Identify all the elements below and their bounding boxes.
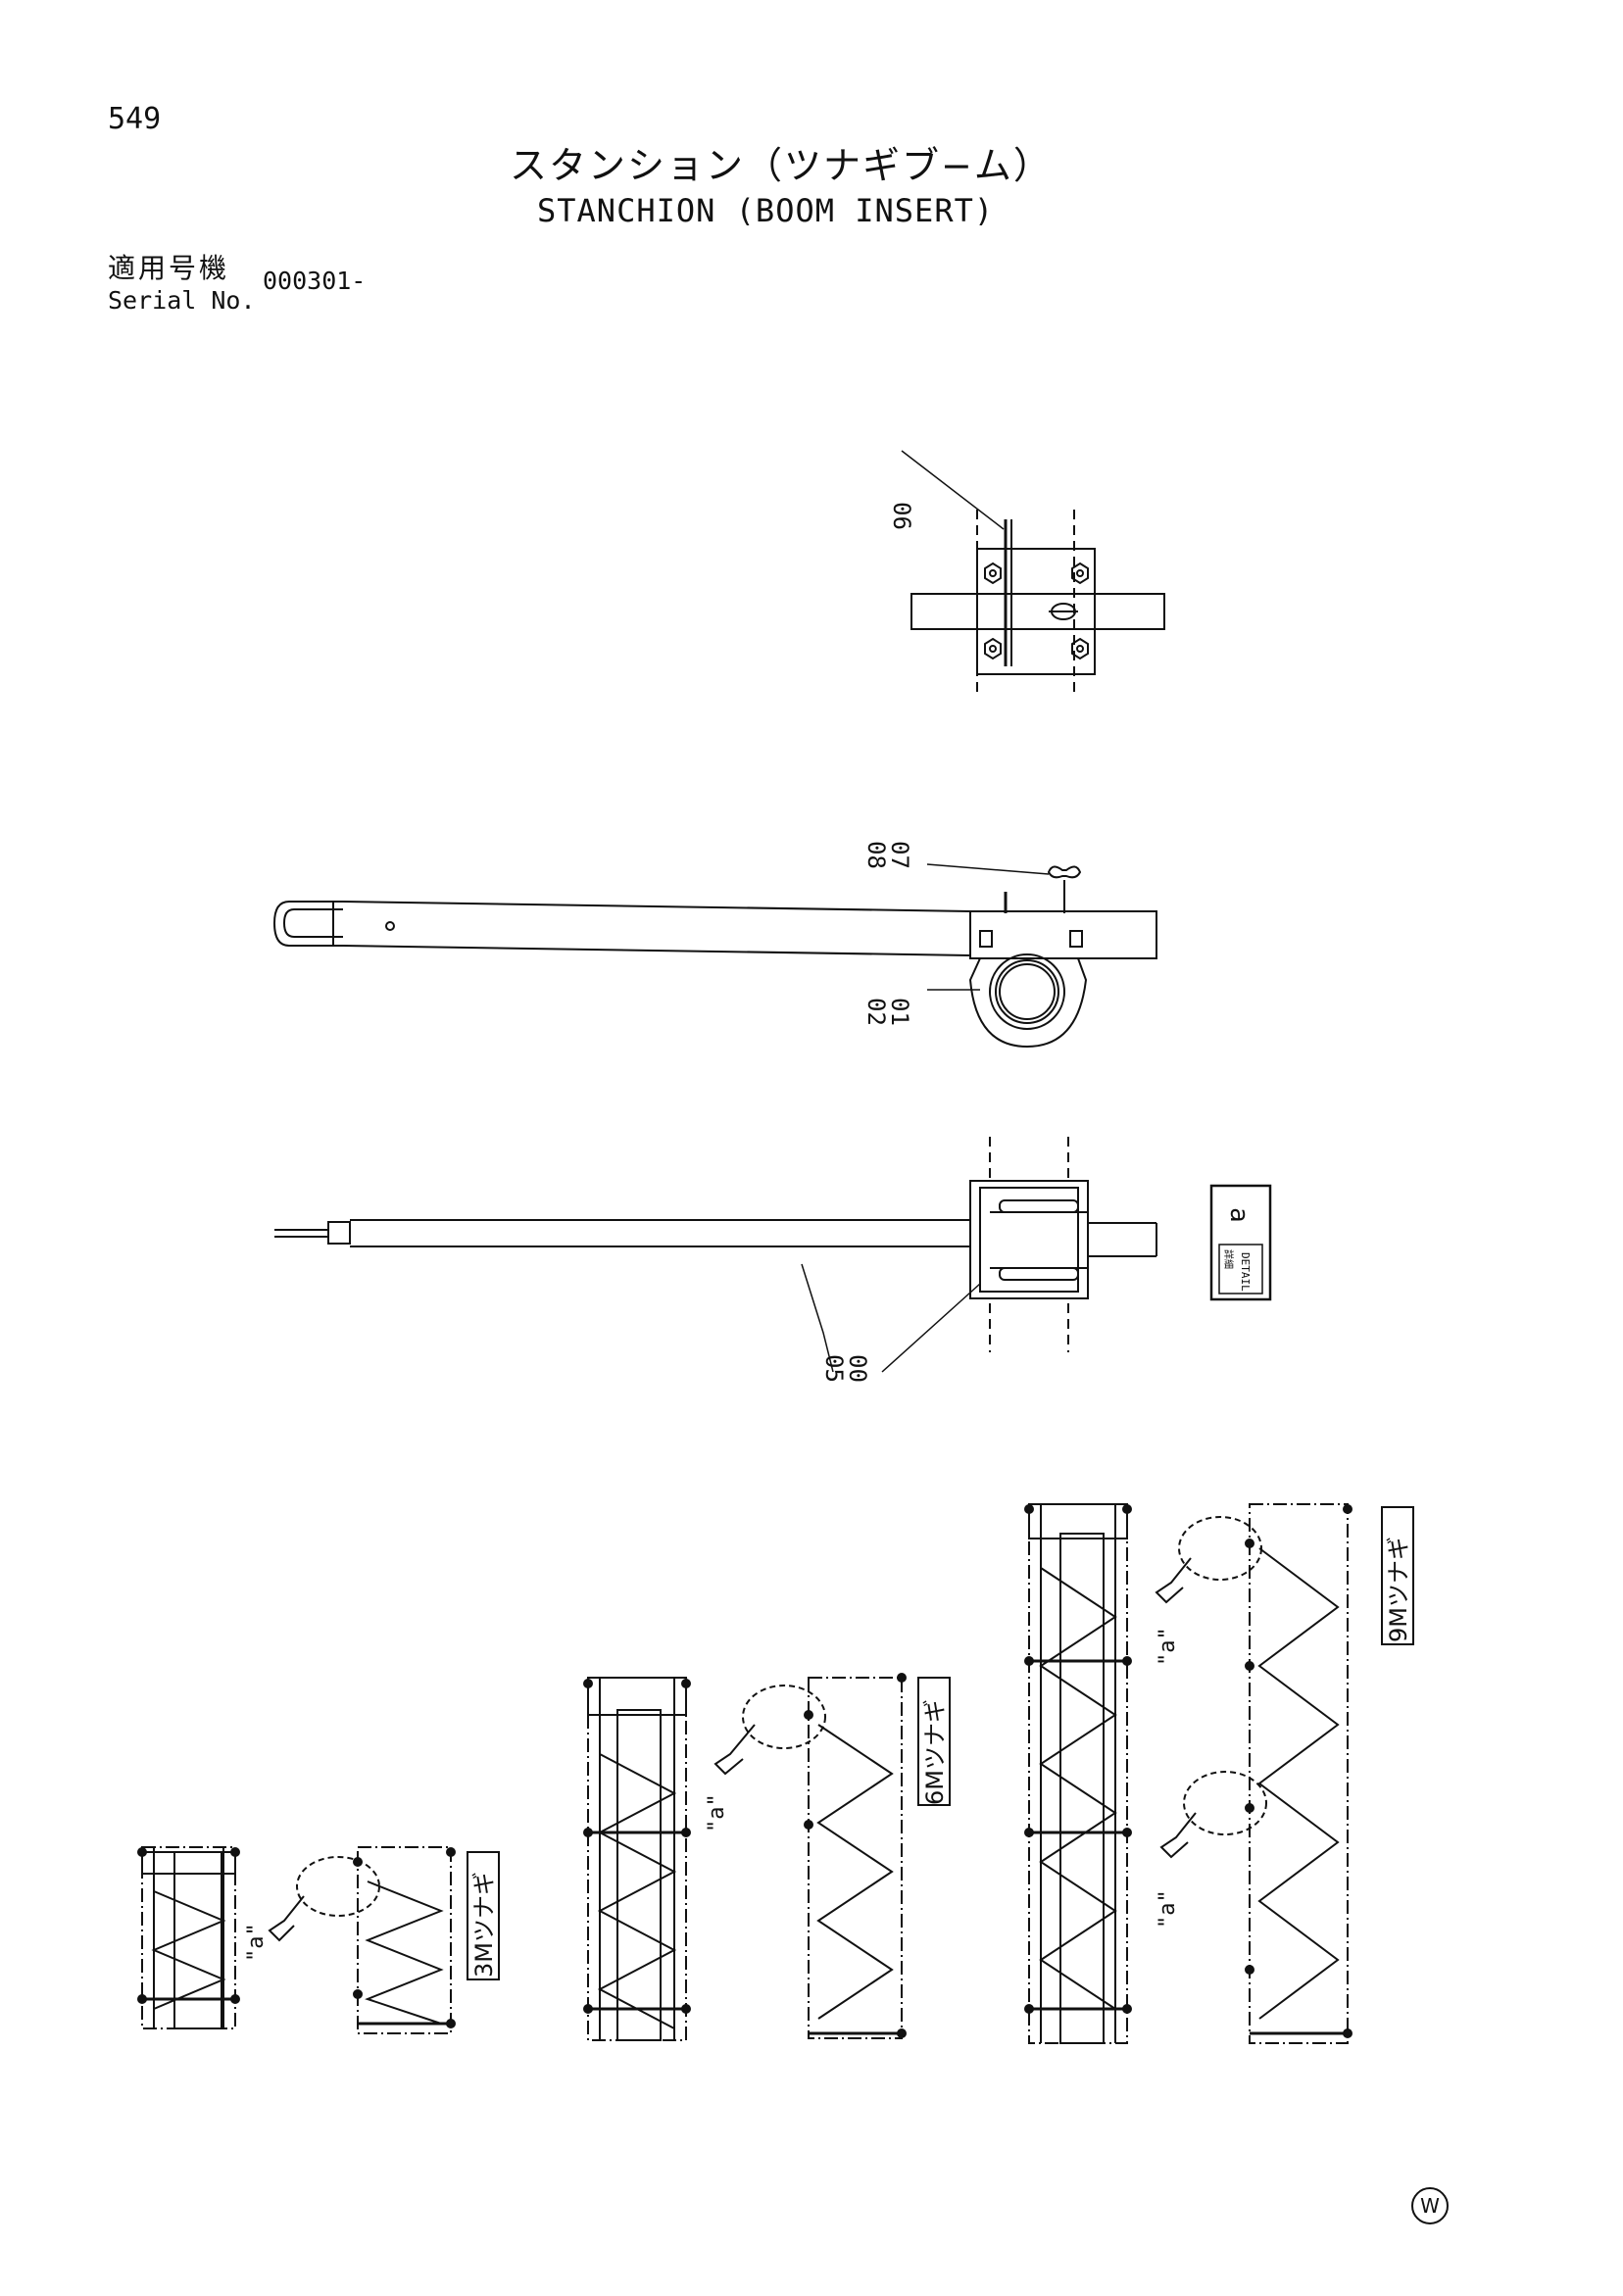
callout-05: 05 — [820, 1354, 848, 1383]
callout-06: 06 — [888, 502, 915, 530]
copyright-mark: W — [1411, 2187, 1449, 2224]
callout-01: 01 — [886, 998, 913, 1026]
top-view-drawing — [901, 450, 1165, 694]
detail-label-jp: 詳細 — [1222, 1249, 1235, 1269]
serial-label-english: Serial No. — [108, 286, 256, 315]
detail-letter: a — [1224, 1207, 1254, 1223]
side-view-drawing — [272, 863, 1157, 1049]
boom-insert-6m-label: 6Mツナギ — [921, 1699, 949, 1805]
boom-insert-6m-drawing — [583, 1673, 951, 2041]
page-title-english: STANCHION (BOOM INSERT) — [537, 192, 995, 229]
serial-number-value: 000301- — [263, 267, 367, 295]
page-number: 549 — [108, 102, 162, 136]
boom-insert-3m-drawing — [137, 1846, 500, 2034]
plan-view-drawing — [274, 1137, 1272, 1373]
callout-02: 02 — [862, 998, 890, 1026]
boom-insert-9m-drawing — [1024, 1503, 1414, 2044]
boom-insert-9m-label: 9Mツナギ — [1385, 1537, 1412, 1642]
boom-insert-6m-detail-ref: "a" — [705, 1793, 729, 1832]
boom-insert-9m-detail-ref-2: "a" — [1156, 1889, 1180, 1929]
detail-label-en: DETAIL — [1239, 1252, 1252, 1292]
boom-insert-3m-detail-ref: "a" — [244, 1923, 269, 1962]
boom-insert-9m-detail-ref-1: "a" — [1156, 1627, 1180, 1666]
boom-insert-3m-label: 3Mツナギ — [470, 1872, 498, 1978]
callout-08: 08 — [862, 841, 890, 869]
serial-label-japanese: 適用号機 — [108, 252, 230, 284]
callout-07: 07 — [886, 841, 913, 869]
callout-00: 00 — [844, 1354, 871, 1383]
page-title-japanese: スタンション（ツナギブ−ム） — [510, 144, 1053, 187]
